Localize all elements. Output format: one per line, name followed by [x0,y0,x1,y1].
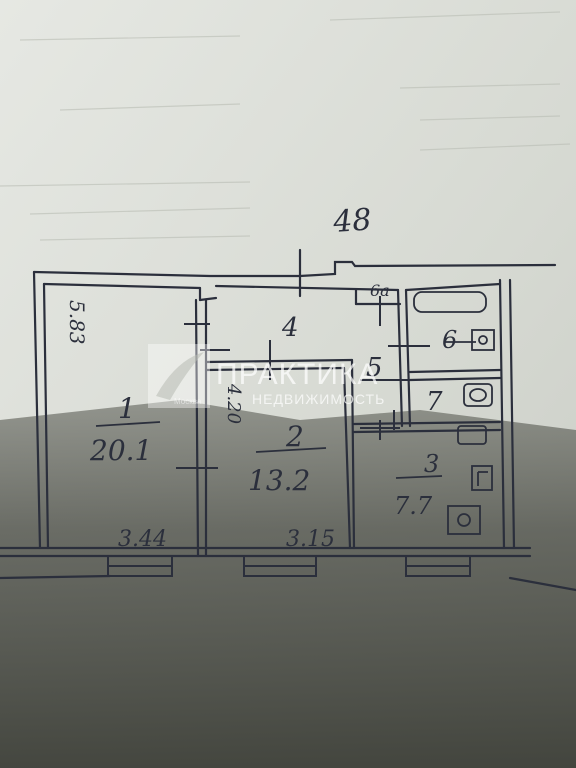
watermark-subtitle: НЕДВИЖИМОСТЬ [252,391,385,407]
door-marks [176,296,430,469]
room-3-area: 7.7 [394,492,433,520]
dimension-room2-width: 3.15 [286,527,335,552]
dimension-room1-height: 5.83 [65,300,89,345]
dimension-room2-depth: 4.20 [223,383,244,424]
watermark: ПРАКТИКА НЕДВИЖИМОСТЬ Москва [148,344,385,408]
sink-icon [471,329,495,351]
photo-shadow [0,400,576,768]
stove-icon [447,505,481,535]
bathroom-fixtures [413,291,495,535]
cabinet-icon [471,465,493,491]
toilet-icon [463,383,493,407]
room-1-area: 20.1 [89,434,152,467]
room-6a-number: 6a [370,281,390,300]
dimension-room1-width: 3.44 [118,527,167,552]
kitchen-sink-icon [457,425,487,445]
room-1-number: 1 [118,392,136,425]
area-underlines [95,341,476,479]
watermark-logo-swoosh [156,352,204,400]
watermark-tagline: Москва [174,397,202,406]
room-2-area: 13.2 [248,464,310,497]
room-5-number: 5 [366,353,383,383]
bathtub-icon [413,291,487,313]
sheet-number: 48 [331,202,373,240]
room-2-number: 2 [285,420,304,453]
room-6-number: 6 [442,326,457,354]
room-3-number: 3 [424,450,439,478]
windows [107,555,471,577]
room-4-number: 4 [281,313,299,343]
room-7-number: 7 [426,387,443,417]
paper-bleed-lines [0,11,571,241]
watermark-brand: ПРАКТИКА [216,358,378,391]
